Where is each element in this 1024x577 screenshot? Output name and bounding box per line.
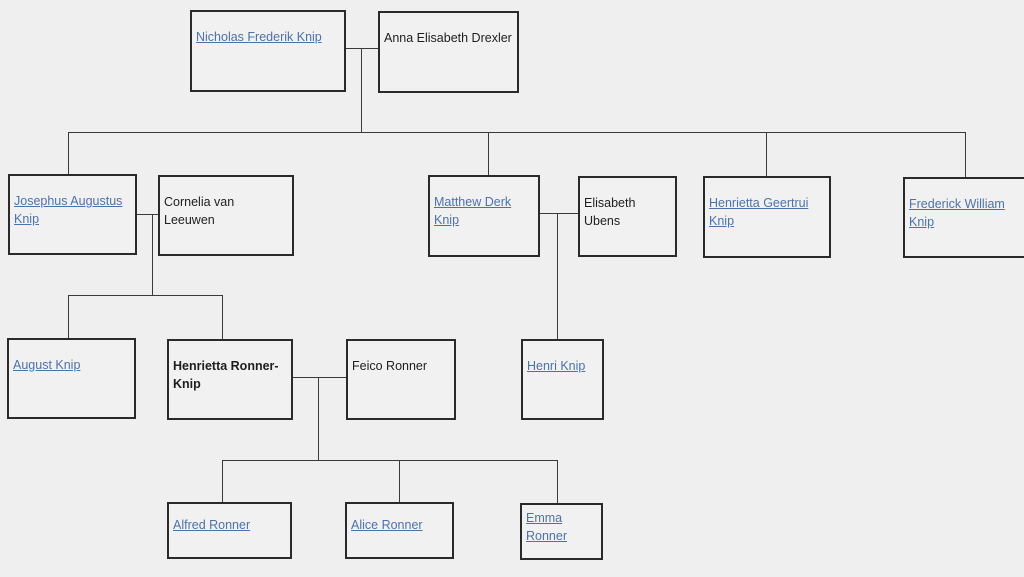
- marriage-line: [292, 377, 346, 378]
- person-box-anna: Anna Elisabeth Drexler: [378, 11, 519, 93]
- descent-line: [68, 295, 69, 338]
- person-name-elisabeth: Elisabeth Ubens: [584, 196, 636, 228]
- person-link-frederick[interactable]: Frederick William Knip: [909, 197, 1005, 229]
- person-box-henrietta-ronner-knip: Henrietta Ronner-Knip: [167, 339, 293, 420]
- descent-line: [557, 460, 558, 503]
- descent-line: [965, 132, 966, 177]
- descent-line: [399, 460, 400, 502]
- marriage-line: [136, 214, 158, 215]
- person-box-nicholas: Nicholas Frederik Knip: [190, 10, 346, 92]
- person-box-henrietta-geertrui: Henrietta Geertrui Knip: [703, 176, 831, 258]
- person-box-alice: Alice Ronner: [345, 502, 454, 559]
- descent-line: [488, 132, 489, 176]
- person-link-alice[interactable]: Alice Ronner: [351, 518, 423, 532]
- person-link-alfred[interactable]: Alfred Ronner: [173, 518, 251, 532]
- descent-line: [557, 213, 558, 339]
- descent-line: [318, 377, 319, 460]
- person-box-feico: Feico Ronner: [346, 339, 456, 420]
- sibling-line: [222, 460, 557, 461]
- descent-line: [222, 295, 223, 339]
- descent-line: [152, 214, 153, 295]
- person-name-henrietta-ronner-knip: Henrietta Ronner-Knip: [173, 359, 279, 391]
- person-link-matthew[interactable]: Matthew Derk Knip: [434, 195, 512, 227]
- person-box-henri: Henri Knip: [521, 339, 604, 420]
- person-box-matthew: Matthew Derk Knip: [428, 175, 540, 257]
- person-box-august: August Knip: [7, 338, 136, 419]
- person-link-josephus[interactable]: Josephus Augustus Knip: [14, 194, 123, 226]
- person-box-elisabeth: Elisabeth Ubens: [578, 176, 677, 257]
- descent-line: [361, 48, 362, 132]
- descent-line: [68, 132, 69, 174]
- person-name-cornelia: Cornelia van Leeuwen: [164, 195, 235, 227]
- person-box-emma: Emma Ronner: [520, 503, 603, 560]
- person-box-josephus: Josephus Augustus Knip: [8, 174, 137, 255]
- person-box-cornelia: Cornelia van Leeuwen: [158, 175, 294, 256]
- marriage-line: [539, 213, 578, 214]
- sibling-line: [68, 132, 965, 133]
- person-link-emma[interactable]: Emma Ronner: [526, 511, 567, 543]
- descent-line: [222, 460, 223, 502]
- person-box-alfred: Alfred Ronner: [167, 502, 292, 559]
- person-link-henrietta-geertrui[interactable]: Henrietta Geertrui Knip: [709, 196, 809, 228]
- person-link-henri[interactable]: Henri Knip: [527, 359, 586, 373]
- person-box-frederick: Frederick William Knip: [903, 177, 1024, 258]
- descent-line: [766, 132, 767, 176]
- person-link-august[interactable]: August Knip: [13, 358, 81, 372]
- person-name-anna: Anna Elisabeth Drexler: [384, 31, 512, 45]
- person-name-feico: Feico Ronner: [352, 359, 428, 373]
- person-link-nicholas[interactable]: Nicholas Frederik Knip: [196, 30, 322, 44]
- sibling-line: [68, 295, 222, 296]
